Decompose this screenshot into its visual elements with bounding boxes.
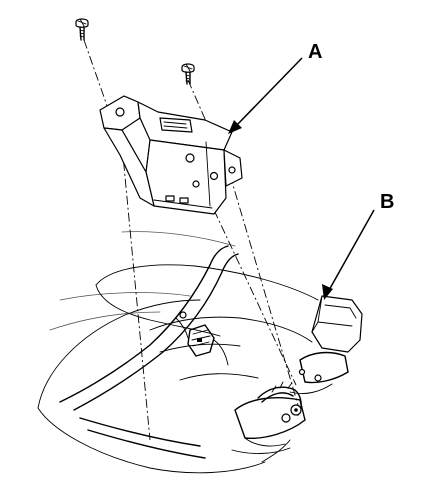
lower-wire-harness: [257, 381, 302, 423]
screw-icon: [181, 63, 195, 85]
seat-assembly: [37, 231, 363, 474]
wire-harness-connector: [175, 317, 229, 366]
callout-a: A: [228, 41, 322, 134]
callout-b-label: B: [380, 191, 394, 213]
control-unit-bracket: [99, 95, 243, 215]
screw-icon: [75, 18, 89, 41]
callout-a-label: A: [308, 41, 322, 63]
callout-b: B: [322, 191, 394, 300]
